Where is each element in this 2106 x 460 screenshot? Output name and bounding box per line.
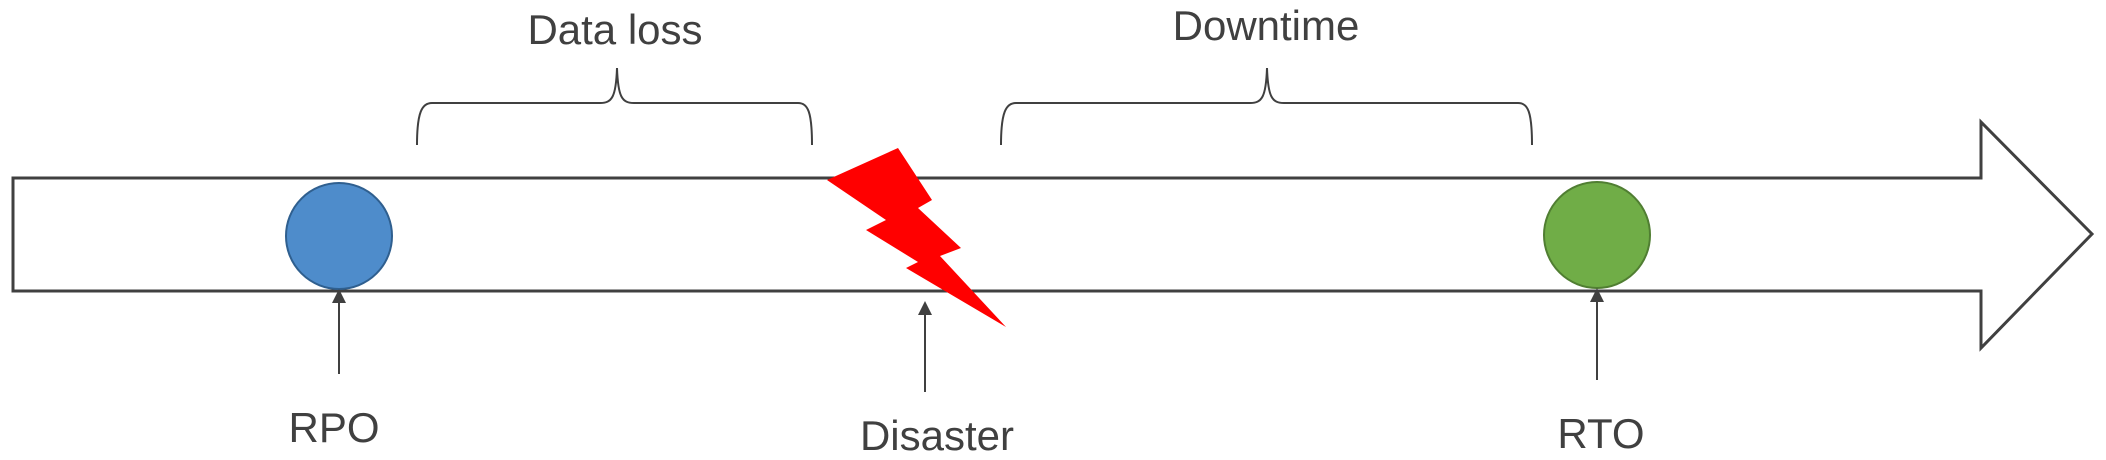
- rpo-marker: [285, 182, 393, 290]
- data-loss-brace: [416, 67, 813, 146]
- data-loss-label: Data loss: [527, 6, 702, 53]
- downtime-label: Downtime: [1173, 2, 1360, 49]
- rto-pointer-arrowhead: [1590, 288, 1604, 302]
- disaster-label: Disaster: [860, 412, 1014, 459]
- rto-label: RTO: [1557, 410, 1644, 457]
- timeline-arrow: [11, 118, 2095, 352]
- rpo-pointer-arrowhead: [332, 289, 346, 303]
- disaster-pointer-arrowhead: [918, 301, 932, 315]
- lightning-bolt-icon: [827, 148, 1006, 327]
- rpo-label: RPO: [288, 404, 379, 451]
- rto-marker: [1543, 181, 1651, 289]
- downtime-brace: [1000, 67, 1533, 146]
